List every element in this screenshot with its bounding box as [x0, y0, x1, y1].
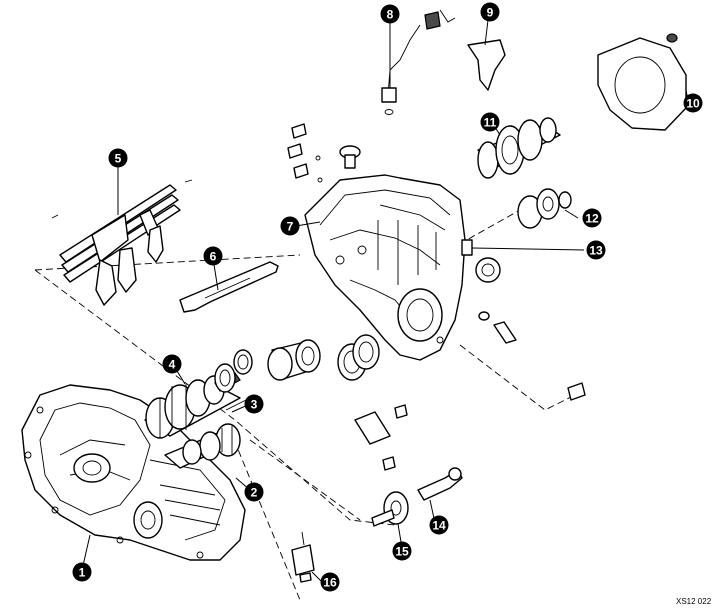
callout-number-8: 8 [387, 8, 394, 22]
output-shaft [164, 423, 241, 469]
callout-number-12: 12 [585, 212, 599, 226]
callout-10: 10 [683, 93, 703, 113]
callout-marker-5 [108, 148, 128, 168]
callout-2: 2 [244, 482, 264, 502]
callout-7: 7 [280, 216, 300, 236]
guide-plate [179, 261, 279, 313]
callout-3: 3 [244, 394, 264, 414]
fifth-gear-assembly [477, 117, 561, 179]
callout-5: 5 [108, 148, 128, 168]
callout-marker-11 [480, 112, 500, 132]
callout-12: 12 [582, 208, 602, 228]
callout-16: 16 [320, 572, 340, 592]
callout-number-5: 5 [115, 152, 122, 166]
callout-marker-6 [203, 246, 223, 266]
callout-marker-10 [683, 93, 703, 113]
callout-9: 9 [480, 2, 500, 22]
callout-number-9: 9 [487, 6, 494, 20]
end-cover [597, 33, 687, 131]
callout-number-16: 16 [323, 576, 337, 590]
callout-15: 15 [392, 541, 412, 561]
callout-number-13: 13 [589, 244, 603, 258]
small-hardware [287, 123, 586, 471]
shift-fork [439, 9, 506, 91]
callout-8: 8 [380, 4, 400, 24]
callout-marker-16 [320, 572, 340, 592]
callout-marker-12 [582, 208, 602, 228]
selector-lever [417, 467, 463, 501]
callout-number-6: 6 [210, 250, 217, 264]
callout-number-4: 4 [169, 358, 176, 372]
callout-number-2: 2 [251, 486, 258, 500]
callout-marker-7 [280, 216, 300, 236]
reversing-light-switch [291, 531, 315, 583]
callout-13: 13 [586, 240, 606, 260]
clutch-housing [21, 384, 246, 561]
callout-marker-14 [429, 515, 449, 535]
callout-6: 6 [203, 246, 223, 266]
speed-sensor-lead [381, 11, 441, 115]
callout-number-15: 15 [395, 545, 409, 559]
gearbox-casing [304, 174, 466, 361]
callout-marker-4 [162, 354, 182, 374]
callout-marker-9 [480, 2, 500, 22]
callout-number-14: 14 [432, 519, 446, 533]
reference-code: XS12 022 [676, 597, 712, 606]
callout-marker-8 [380, 4, 400, 24]
callout-number-10: 10 [686, 97, 700, 111]
callout-marker-2 [244, 482, 264, 502]
callout-number-3: 3 [251, 398, 258, 412]
callout-number-7: 7 [287, 220, 294, 234]
callout-number-1: 1 [79, 566, 86, 580]
callout-14: 14 [429, 515, 449, 535]
callout-marker-13 [586, 240, 606, 260]
bearings [214, 334, 380, 393]
callout-4: 4 [162, 354, 182, 374]
bearing-and-plug [461, 239, 501, 283]
callout-marker-15 [392, 541, 412, 561]
callout-marker-3 [244, 394, 264, 414]
callout-marker-1 [72, 562, 92, 582]
callout-11: 11 [480, 112, 500, 132]
callout-1: 1 [72, 562, 92, 582]
callout-number-11: 11 [484, 116, 497, 130]
pinion-gear [517, 188, 572, 229]
speedometer-gear [371, 491, 409, 527]
selector-forks-and-rods [51, 179, 193, 306]
